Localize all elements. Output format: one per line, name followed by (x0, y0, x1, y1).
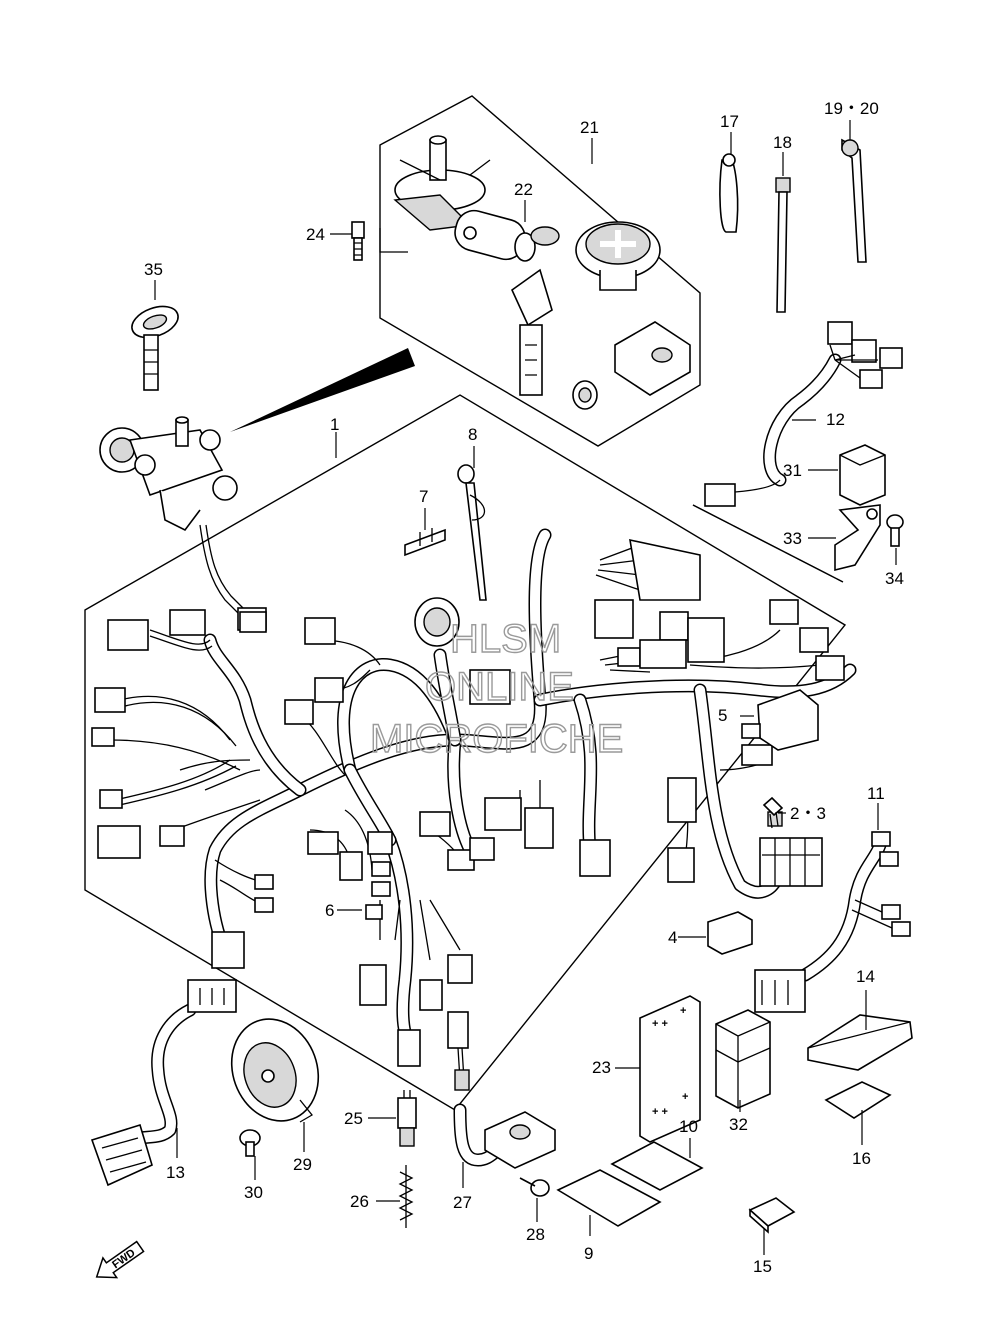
callout-23: 23 (592, 1058, 611, 1077)
bolt-28 (519, 1177, 550, 1197)
ignition-key (510, 226, 560, 396)
ignition-switch-assembly (393, 135, 536, 262)
callout-33: 33 (783, 529, 802, 548)
watermark-line-2: ONLINE (425, 665, 574, 709)
fuse-6 (365, 904, 383, 920)
callout-34: 34 (885, 569, 904, 588)
callout-4: 4 (668, 928, 677, 947)
callout-25: 25 (344, 1109, 363, 1128)
callout-2-3: 2・3 (790, 804, 826, 823)
svg-text:+: + (680, 1005, 686, 1017)
callout-labels: 1 2・3 4 5 6 7 8 9 10 11 12 13 14 15 16 1… (144, 99, 904, 1276)
horn (230, 1018, 320, 1123)
callout-10: 10 (679, 1117, 698, 1136)
seat-lock-cylinder (572, 321, 691, 410)
fuse-2-3 (762, 796, 784, 829)
callout-32: 32 (729, 1115, 748, 1134)
bolt-30 (239, 1129, 261, 1157)
watermark-line-1: HLSM (450, 617, 561, 661)
spare-key (131, 305, 179, 391)
relay-31 (839, 444, 886, 506)
pad-15 (748, 1197, 796, 1234)
spring-26 (398, 1165, 414, 1228)
watermark: HLSM ONLINE MICROFICHE (369, 616, 624, 761)
sub-harness-12 (704, 321, 903, 507)
cable-tie-18 (775, 177, 791, 313)
callout-6: 6 (325, 901, 334, 920)
main-wiring-harness (203, 528, 857, 1047)
sub-harness-11 (754, 831, 911, 1013)
main-harness-group-frame (84, 394, 847, 1111)
svg-text:+: + (682, 1091, 688, 1103)
callout-22: 22 (514, 180, 533, 199)
callout-29: 29 (293, 1155, 312, 1174)
harness-connectors (91, 538, 845, 1067)
callout-27: 27 (453, 1193, 472, 1212)
bracket-23: + + + + + + (639, 995, 701, 1143)
callout-35: 35 (144, 260, 163, 279)
sensor-27 (447, 1011, 556, 1169)
callout-26: 26 (350, 1192, 369, 1211)
switch-25 (397, 1090, 417, 1147)
forward-direction-arrow: FWD (95, 1240, 145, 1279)
callout-5: 5 (718, 706, 727, 725)
cable-tie-19-20 (841, 138, 867, 263)
callout-13: 13 (166, 1163, 185, 1182)
callout-15: 15 (753, 1257, 772, 1276)
watermark-line-3: MICROFICHE (370, 717, 623, 761)
callout-17: 17 (720, 112, 739, 131)
callout-7: 7 (419, 487, 428, 506)
callout-18: 18 (773, 133, 792, 152)
callout-8: 8 (468, 425, 477, 444)
cable-tie-8 (457, 464, 487, 601)
callout-14: 14 (856, 967, 875, 986)
fuel-cap-lock (575, 221, 661, 291)
callout-12: 12 (826, 410, 845, 429)
leader-lines (154, 120, 897, 1255)
sub-harness-13 (90, 979, 237, 1187)
callout-28: 28 (526, 1225, 545, 1244)
bracket-33 (834, 504, 881, 572)
svg-text:+ +: + + (652, 1106, 668, 1118)
callout-16: 16 (852, 1149, 871, 1168)
relay-4 (707, 911, 753, 955)
callout-31: 31 (783, 461, 802, 480)
dashed-divider-line (692, 504, 844, 583)
callout-11: 11 (867, 784, 885, 803)
callout-30: 30 (244, 1183, 263, 1202)
callout-21: 21 (580, 118, 599, 137)
pad-9 (556, 1169, 662, 1227)
relay-32 (715, 1009, 771, 1109)
main-ignition-switch (99, 416, 267, 631)
screw-24 (351, 221, 408, 261)
pad-16 (824, 1081, 892, 1119)
ignition-switch-group-frame (379, 95, 701, 447)
pointer-wedge (230, 348, 415, 432)
svg-text:+ +: + + (652, 1018, 668, 1030)
clip-7 (404, 528, 446, 557)
callout-24: 24 (306, 225, 325, 244)
callout-9: 9 (584, 1244, 593, 1263)
pad-14 (807, 1014, 913, 1071)
rubber-boot (741, 689, 819, 751)
callout-19-20: 19・20 (824, 99, 879, 118)
pad-10 (610, 1141, 704, 1191)
bolt-34 (886, 514, 904, 547)
callout-1: 1 (330, 415, 339, 434)
cable-band-17 (719, 153, 739, 233)
